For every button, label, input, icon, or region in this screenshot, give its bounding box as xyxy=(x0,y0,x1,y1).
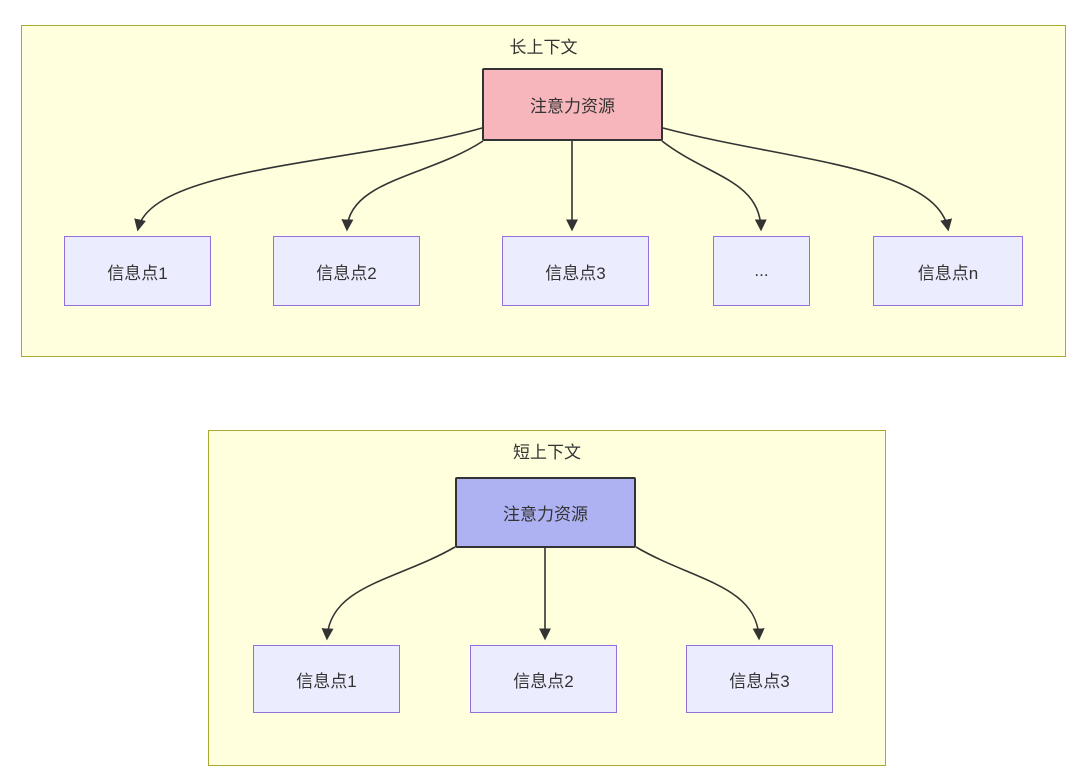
node-long-info-n[interactable]: 信息点n xyxy=(873,236,1023,306)
node-label: 注意力资源 xyxy=(503,505,588,524)
node-attention-resource-long[interactable]: 注意力资源 xyxy=(482,68,663,141)
cluster-short-context-title: 短上下文 xyxy=(513,443,581,462)
node-long-info-2[interactable]: 信息点2 xyxy=(273,236,420,306)
node-label: 信息点2 xyxy=(513,671,574,691)
node-short-info-1[interactable]: 信息点1 xyxy=(253,645,400,713)
node-label: 信息点1 xyxy=(296,671,357,691)
cluster-long-context-title: 长上下文 xyxy=(509,38,578,57)
node-label: 信息点n xyxy=(917,263,979,283)
node-long-info-3[interactable]: 信息点3 xyxy=(502,236,649,306)
node-attention-resource-short[interactable]: 注意力资源 xyxy=(455,477,636,548)
node-long-info-ellipsis[interactable]: ... xyxy=(713,236,810,306)
node-short-info-2[interactable]: 信息点2 xyxy=(470,645,617,713)
node-label: 信息点1 xyxy=(107,263,168,283)
node-long-info-1[interactable]: 信息点1 xyxy=(64,236,211,306)
node-label: 信息点3 xyxy=(545,263,606,283)
node-label: 信息点3 xyxy=(729,671,790,691)
node-short-info-3[interactable]: 信息点3 xyxy=(686,645,833,713)
node-label: 信息点2 xyxy=(316,263,377,283)
node-label: ... xyxy=(754,261,769,280)
node-label: 注意力资源 xyxy=(530,97,615,116)
